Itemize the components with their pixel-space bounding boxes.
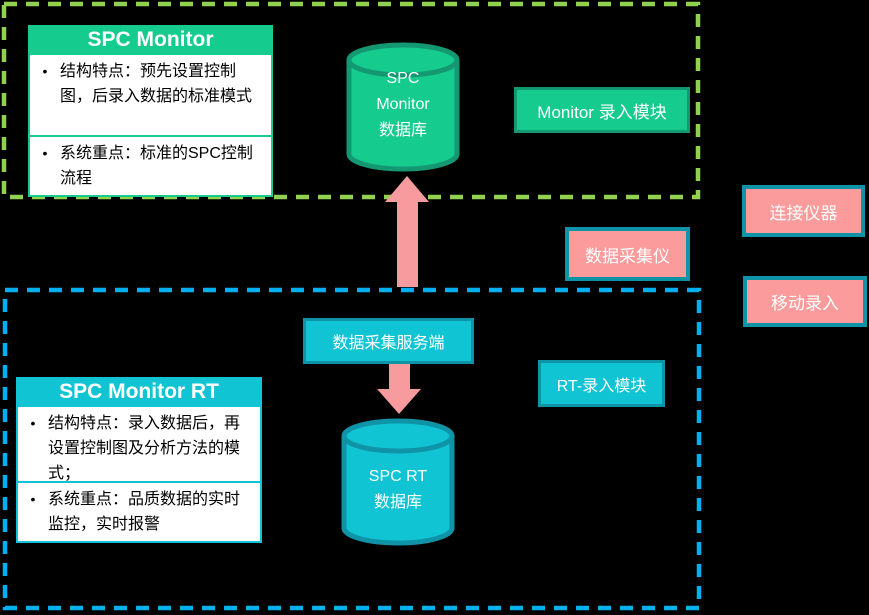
arrow-up-shaft	[396, 202, 418, 287]
spc-monitor-rt-card: SPC Monitor RT • 结构特点：录入数据后，再设置控制图及分析方法的…	[16, 377, 262, 543]
arrow-up-head	[385, 176, 429, 202]
spc-rt-database-label: SPC RT 数据库	[368, 468, 428, 511]
card-bullet-item: • 结构特点：预先设置控制图，后录入数据的标准模式	[30, 55, 271, 135]
arrow-up-icon	[385, 176, 429, 287]
card-bullet-item: • 系统重点：品质数据的实时监控，实时报警	[18, 481, 260, 541]
bullet-marker: •	[30, 415, 36, 431]
device-link-box: 连接仪器	[742, 185, 865, 237]
bullet-marker: •	[30, 491, 36, 507]
arrow-down-head	[377, 389, 421, 414]
bullet-text: 系统重点：标准的SPC控制流程	[60, 145, 253, 187]
spc-monitor-card-body: • 结构特点：预先设置控制图，后录入数据的标准模式 • 系统重点：标准的SPC控…	[28, 55, 273, 197]
bullet-text: 结构特点：录入数据后，再设置控制图及分析方法的模式；	[48, 415, 241, 482]
card-bullet-item: • 结构特点：录入数据后，再设置控制图及分析方法的模式；	[18, 407, 260, 482]
spc-monitor-card: SPC Monitor • 结构特点：预先设置控制图，后录入数据的标准模式 • …	[28, 25, 273, 197]
data-collection-server-box: 数据采集服务端	[303, 318, 474, 364]
spc-monitor-database-cylinder: SPC Monitor 数据库	[346, 42, 460, 174]
monitor-entry-module-box: Monitor 录入模块	[514, 87, 690, 133]
arrow-down-icon	[377, 364, 421, 414]
spc-monitor-card-title: SPC Monitor	[28, 25, 273, 55]
bullet-marker: •	[42, 145, 48, 161]
card-bullet-item: • 系统重点：标准的SPC控制流程	[30, 135, 271, 195]
bullet-marker: •	[42, 63, 48, 79]
spc-monitor-database-label: SPC Monitor 数据库	[376, 70, 430, 139]
spc-rt-database-cylinder: SPC RT 数据库	[341, 418, 455, 548]
spc-monitor-rt-card-title: SPC Monitor RT	[16, 377, 262, 407]
data-collector-box: 数据采集仪	[565, 227, 690, 281]
bullet-text: 系统重点：品质数据的实时监控，实时报警	[48, 491, 241, 533]
bullet-text: 结构特点：预先设置控制图，后录入数据的标准模式	[60, 63, 253, 105]
arrow-down-shaft	[388, 364, 410, 389]
spc-monitor-rt-card-body: • 结构特点：录入数据后，再设置控制图及分析方法的模式； • 系统重点：品质数据…	[16, 407, 262, 543]
rt-entry-module-box: RT-录入模块	[538, 360, 665, 407]
mobile-entry-box: 移动录入	[743, 276, 867, 327]
